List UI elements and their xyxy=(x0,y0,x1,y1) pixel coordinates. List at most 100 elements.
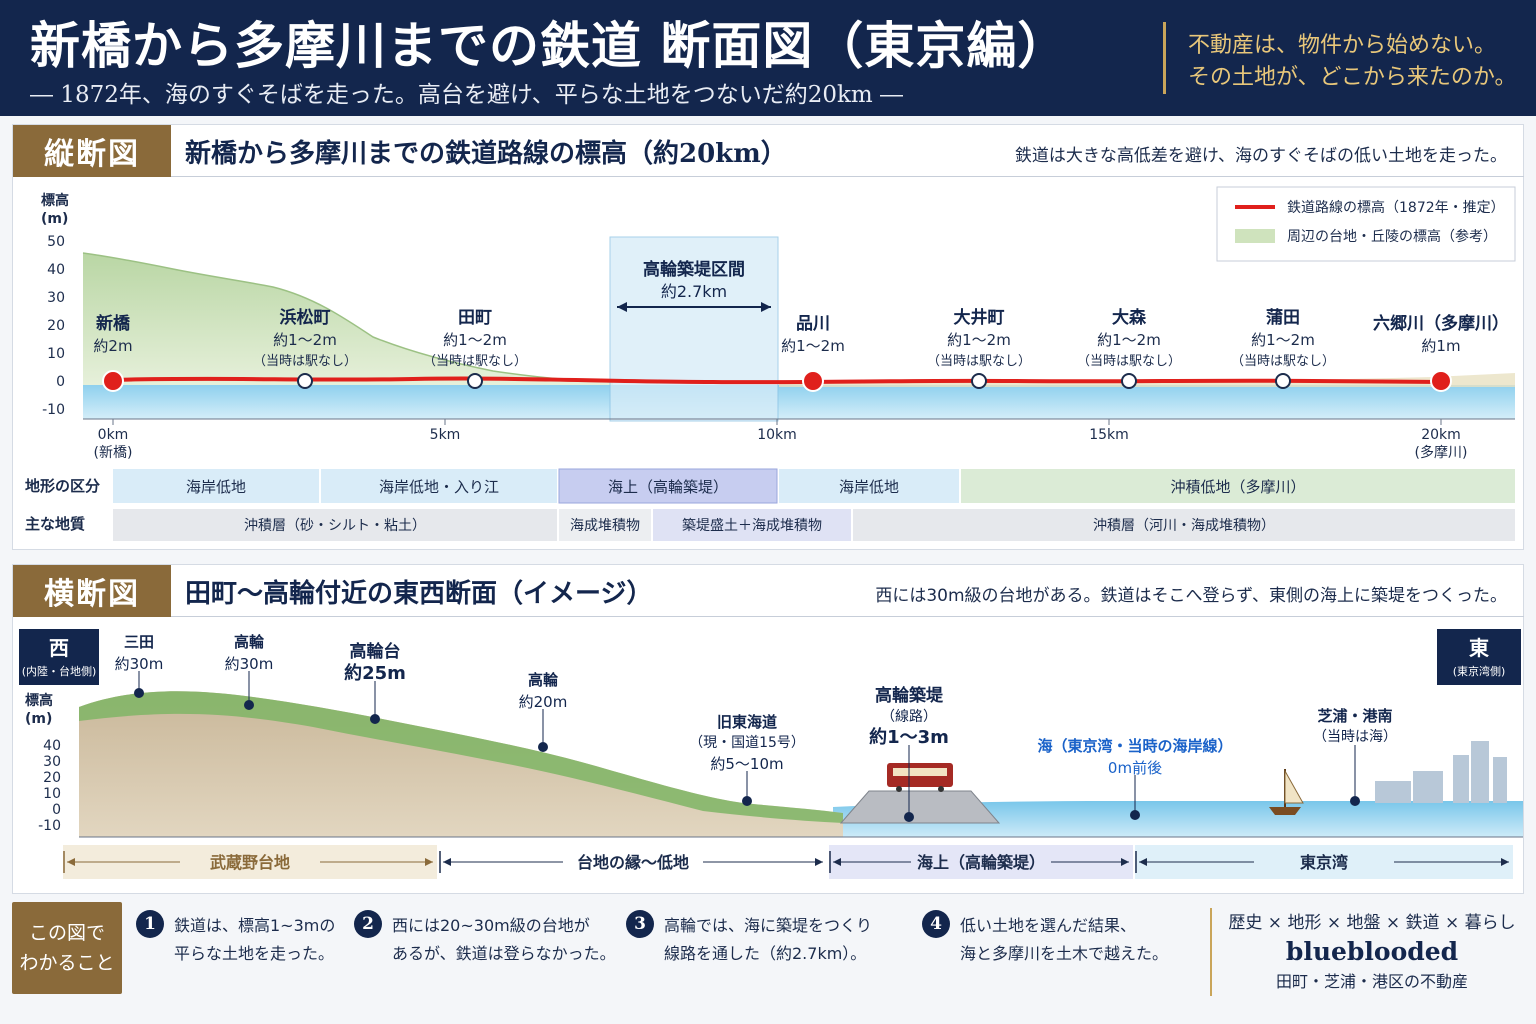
west-sub-label: (内陸・台地側) xyxy=(22,664,97,678)
profile-sea-band xyxy=(83,385,1515,419)
cross-point-sub: （線路） xyxy=(881,709,937,725)
embankment-length: 約2.7km xyxy=(661,282,727,301)
terrain-segment xyxy=(558,468,778,504)
cross-y-tick: 20 xyxy=(43,770,61,786)
cross-point-name: 高輪 xyxy=(528,671,559,689)
footer-text-4: 低い土地を選んだ結果、海と多摩川を土木で越えた。 xyxy=(960,916,1169,963)
profile-y-label-2: (m) xyxy=(41,211,68,227)
zone-label-bg xyxy=(911,851,1051,873)
embankment-arrow-left xyxy=(617,302,627,312)
terrain-row: 海岸低地海岸低地・入り江海上（高輪築堤）海岸低地沖積低地（多摩川） xyxy=(113,468,1515,504)
station-note: （当時は駅なし） xyxy=(253,354,357,369)
sailboat-sail xyxy=(1284,769,1304,804)
station-elevation: 約2m xyxy=(93,337,132,355)
terrain-label: 海上（高輪築堤） xyxy=(608,478,728,496)
profile-hill-left-edge xyxy=(82,252,614,383)
cross-y-tick: 40 xyxy=(43,738,61,754)
terrain-segment xyxy=(113,469,319,503)
cross-point-sub: （当時は海） xyxy=(1313,729,1397,745)
profile-hill-left xyxy=(83,253,613,385)
cross-point-elevation: 約5～10m xyxy=(710,755,783,773)
zone-arrow-left xyxy=(443,858,451,866)
geology-segment xyxy=(559,509,651,541)
zone-label-bg xyxy=(1254,851,1394,873)
cross-point-marker xyxy=(370,714,380,724)
profile-tag: 縦断図 xyxy=(13,125,171,177)
legend-area-swatch xyxy=(1235,229,1275,243)
embankment-zone xyxy=(609,236,779,422)
cross-tag: 横断図 xyxy=(13,565,171,617)
cross-point-name: 三田 xyxy=(124,633,154,651)
brand-name[interactable]: blueblooded xyxy=(1285,937,1459,966)
terrain-label: 沖積低地（多摩川） xyxy=(1170,478,1305,496)
profile-header-line xyxy=(171,176,1524,177)
geology-label: 沖積層（河川・海成堆積物） xyxy=(1093,518,1275,534)
station-marker xyxy=(1430,370,1452,392)
cross-zones: 武蔵野台地台地の縁～低地海上（高輪築堤）東京湾 xyxy=(63,845,1513,879)
cross-point-elevation: 約1～3m xyxy=(869,726,949,748)
cross-point-marker xyxy=(244,700,254,710)
cross-point-elevation: 0m前後 xyxy=(1108,759,1162,777)
cross-point-elevation: 約25m xyxy=(344,662,406,684)
brand-tagline: 歴史 × 地形 × 地盤 × 鉄道 × 暮らし xyxy=(1228,913,1516,933)
station-elevation: 約1～2m xyxy=(947,331,1011,349)
legend-area-label: 周辺の台地・丘陵の標高（参考） xyxy=(1287,228,1497,245)
footer-num-4: 4 xyxy=(922,910,950,938)
profile-lowland-right xyxy=(779,373,1515,387)
east-badge xyxy=(1437,629,1521,685)
zone-arrow-right xyxy=(1501,858,1509,866)
geology-segment xyxy=(653,509,851,541)
footer-num-1: 1 xyxy=(136,910,164,938)
takanawa-embankment xyxy=(839,790,1001,824)
station-name: 大井町 xyxy=(954,307,1005,328)
embankment-arrow-right xyxy=(761,302,771,312)
slogan: 不動産は、物件から始めない。 その土地が、どこから来たのか。 xyxy=(1188,30,1528,94)
zone-label: 武蔵野台地 xyxy=(210,853,290,872)
sailboat-icon xyxy=(1269,807,1301,815)
station-name: 品川 xyxy=(796,314,830,334)
skyline-icon xyxy=(1375,741,1507,803)
profile-x-tick-label: 5km xyxy=(430,427,461,443)
train-wheel-2 xyxy=(938,786,944,792)
slogan-line-1: 不動産は、物件から始めない。 xyxy=(1188,33,1497,58)
station-name: 新橋 xyxy=(96,313,131,334)
profile-x-tick-label: 0km xyxy=(98,427,129,443)
station-marker xyxy=(1275,373,1291,389)
cross-y-label-1: 標高 xyxy=(25,692,53,709)
station-marker xyxy=(102,370,124,392)
east-label: 東 xyxy=(1469,636,1489,660)
cross-note: 西には30m級の台地がある。鉄道はそこへ登らず、東側の海上に築堤をつくった。 xyxy=(875,586,1507,606)
cross-panel: 横断図 田町～高輪付近の東西断面（イメージ） 西には30m級の台地がある。鉄道は… xyxy=(12,564,1524,894)
cross-point-marker xyxy=(1350,796,1360,806)
geology-segment xyxy=(853,509,1515,541)
terrain-segment xyxy=(321,469,557,503)
footer-text-2: 西には20~30m級の台地があるが、鉄道は登らなかった。 xyxy=(392,916,616,963)
profile-y-tick: 0 xyxy=(56,374,65,390)
geology-row: 沖積層（砂・シルト・粘土）海成堆積物築堤盛土＋海成堆積物沖積層（河川・海成堆積物… xyxy=(113,509,1515,541)
profile-x-tick-label: 15km xyxy=(1089,427,1129,443)
profile-x-tick-sublabel: (多摩川) xyxy=(1415,444,1468,461)
geology-label: 海成堆積物 xyxy=(570,518,640,534)
profile-y-tick: 10 xyxy=(47,346,65,362)
zone-arrow-left xyxy=(833,858,841,866)
station-marker xyxy=(297,373,313,389)
footer-num-3: 3 xyxy=(626,910,654,938)
cross-point-name: 芝浦・港南 xyxy=(1317,707,1392,725)
cross-point-marker xyxy=(538,742,548,752)
terrain-label: 海岸低地 xyxy=(186,478,246,496)
footer-text-3: 高輪では、海に築堤をつくり線路を通した（約2.7km）。 xyxy=(664,916,873,963)
footer: この図で わかること 1 鉄道は、標高1~3mの平らな土地を走った。 2 西には… xyxy=(12,900,1524,1018)
station-elevation: 約1～2m xyxy=(273,331,337,349)
zone-label: 海上（高輪築堤） xyxy=(917,853,1045,872)
zone-label: 東京湾 xyxy=(1300,853,1348,872)
cross-point-name: 高輪 xyxy=(234,633,265,651)
train-windows xyxy=(893,768,947,776)
slogan-line-2: その土地が、どこから来たのか。 xyxy=(1188,65,1517,90)
profile-x-tick-label: 10km xyxy=(757,427,797,443)
station-elevation: 約1m xyxy=(1421,337,1460,355)
cross-point-name: 高輪台 xyxy=(350,641,401,662)
zone-arrow-right xyxy=(1121,858,1129,866)
station-name: 田町 xyxy=(458,308,492,328)
geology-label: 築堤盛土＋海成堆積物 xyxy=(682,518,822,534)
